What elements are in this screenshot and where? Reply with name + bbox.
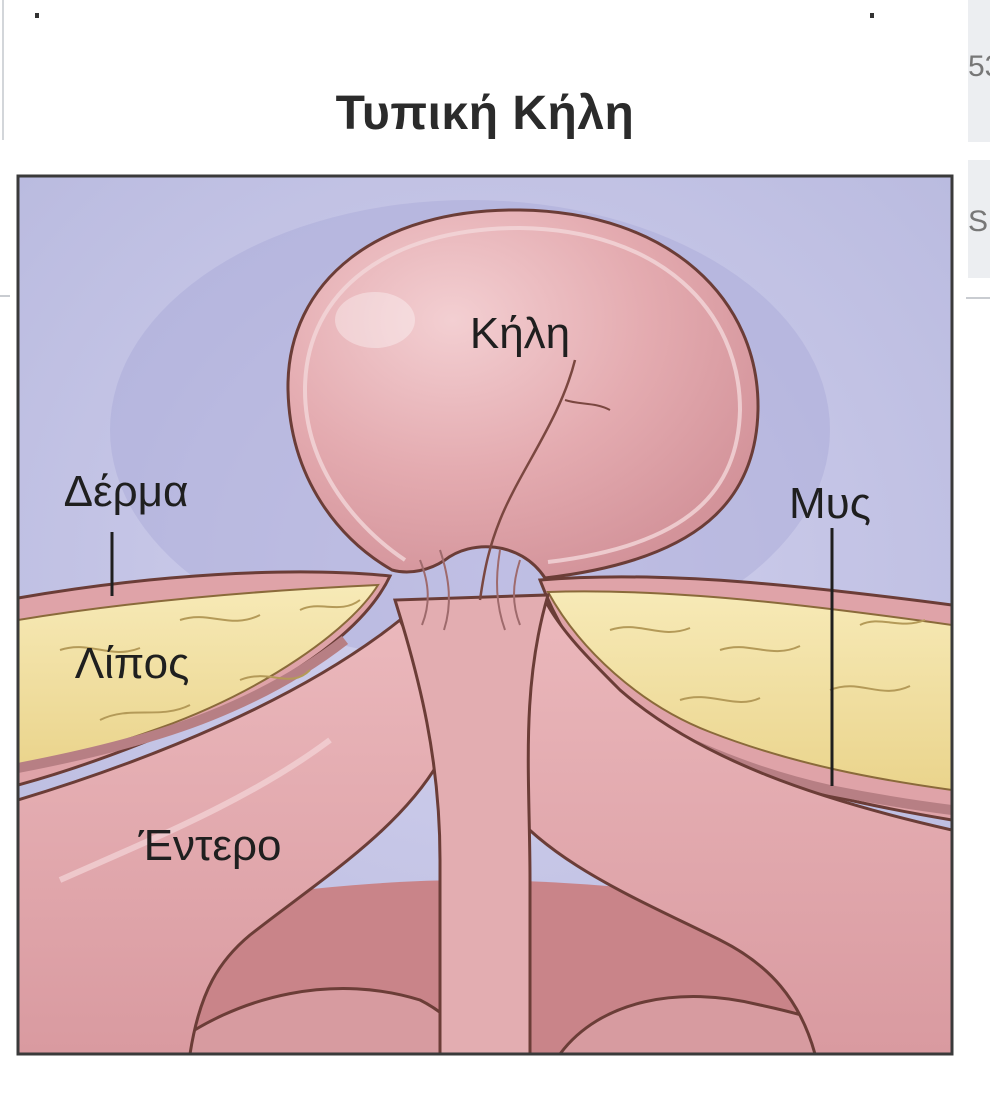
left-muscle-layer — [18, 636, 349, 773]
sac-fold-line — [478, 359, 577, 601]
intestine-neck — [392, 593, 551, 1054]
label-intestine: Έντερο — [138, 821, 282, 870]
side-fragment-text-2: S — [968, 205, 989, 238]
right-divider — [966, 297, 990, 299]
side-fragment-text-1: 53 — [968, 50, 990, 83]
sac-fold-branch — [564, 399, 611, 411]
label-skin: Δέρμα — [64, 467, 189, 516]
intestine-highlight — [58, 737, 332, 883]
side-panel-top — [968, 0, 990, 142]
left-divider — [0, 295, 10, 297]
hernia-sac — [286, 208, 760, 580]
diagram-frame — [16, 174, 954, 1056]
neck-folds — [419, 549, 521, 631]
hernia-sac-rim — [302, 225, 743, 564]
label-hernia: Κήλη — [470, 309, 570, 358]
side-panel-middle — [968, 160, 990, 278]
marker-dot — [870, 13, 874, 18]
right-fat-layer — [546, 590, 952, 792]
left-edge-line — [2, 0, 4, 140]
left-fat-texture — [59, 599, 361, 721]
diagram-title: Τυπική Κήλη — [335, 87, 635, 140]
label-muscle: Μυς — [789, 479, 871, 528]
label-fat: Λίπος — [75, 639, 190, 688]
right-fat-texture — [609, 619, 926, 703]
marker-dot — [35, 13, 39, 18]
sac-highlight — [335, 292, 415, 348]
